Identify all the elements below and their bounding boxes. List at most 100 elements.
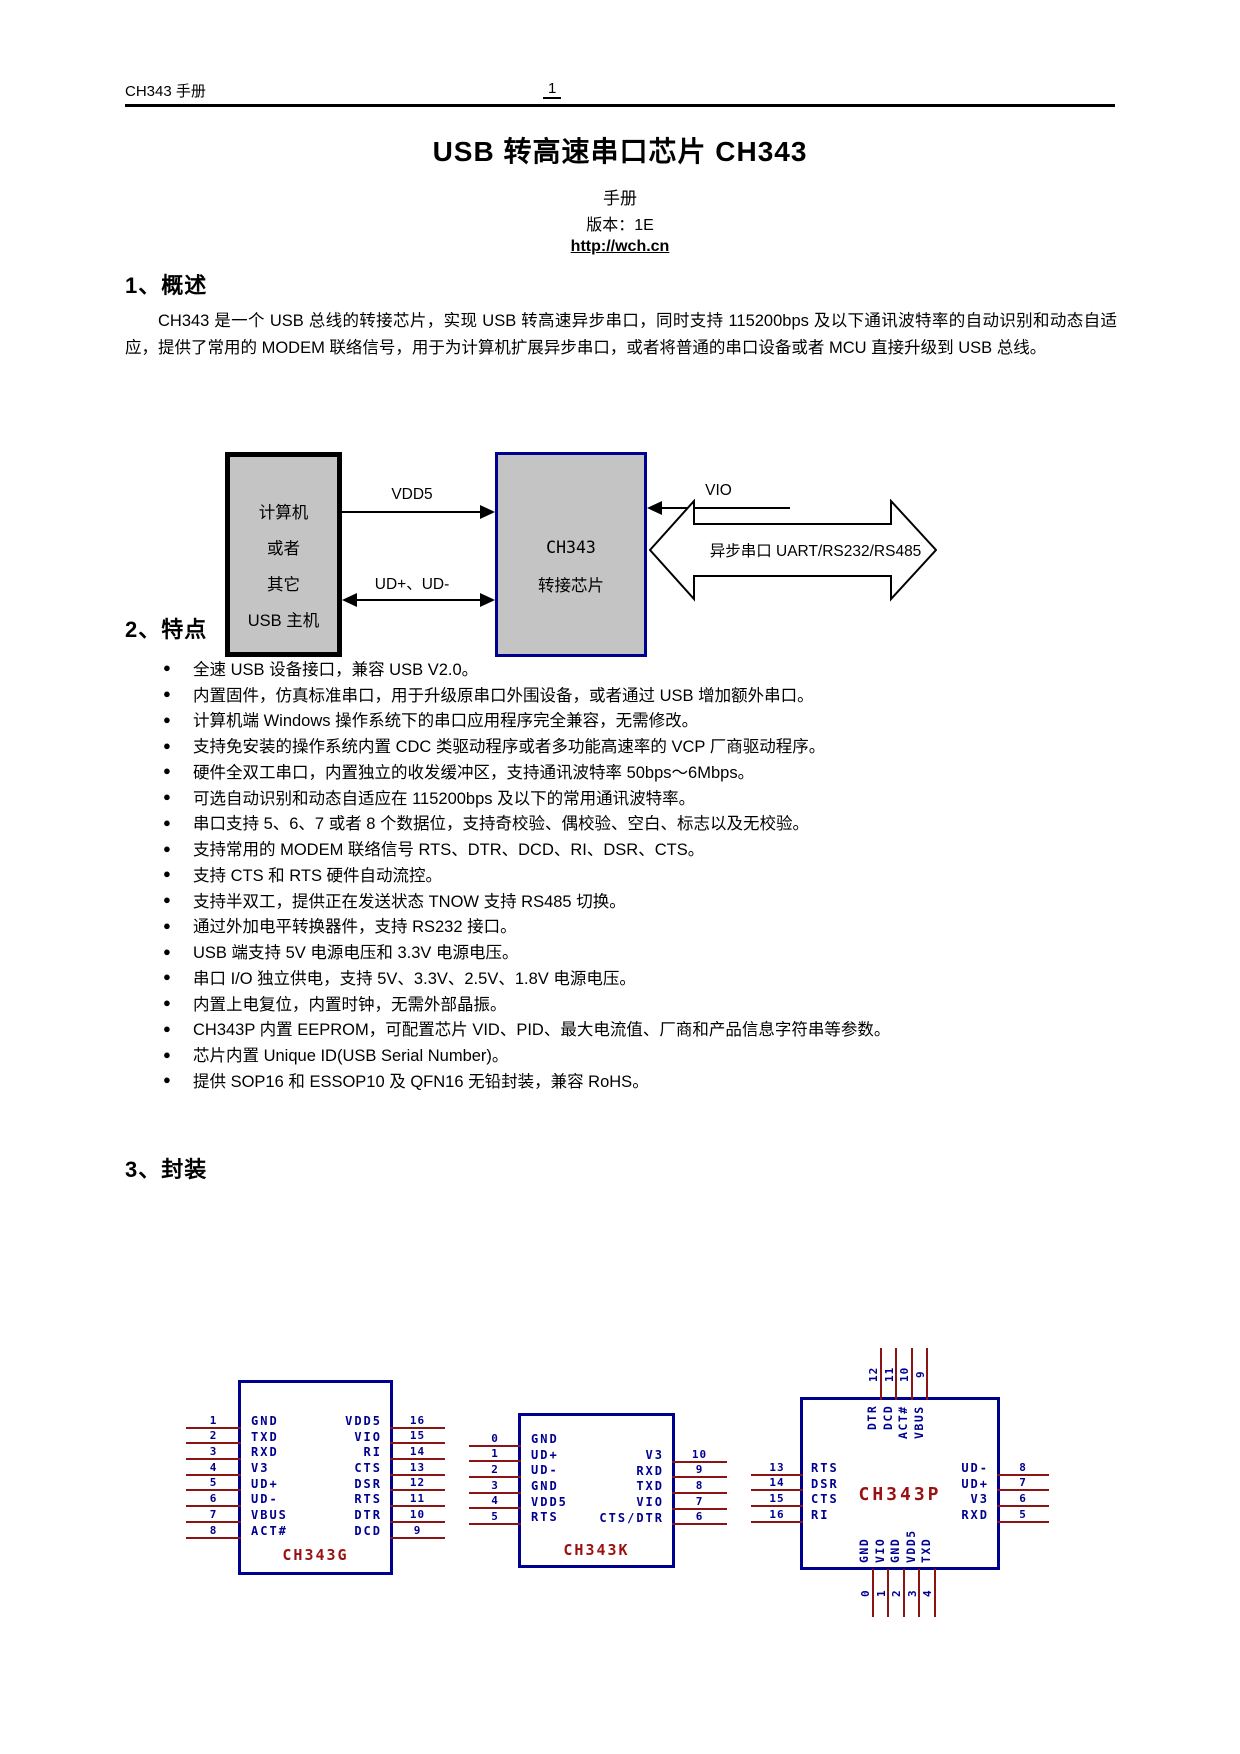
pin-line — [186, 1473, 241, 1476]
pin-label-vdd5: VDD5 — [531, 1494, 568, 1509]
pin-label-dsr: DSR — [811, 1476, 839, 1491]
feature-item: ●支持半双工，提供正在发送状态 TNOW 支持 RS485 切换。 — [163, 887, 1123, 913]
pin-label-ri: RI — [363, 1445, 382, 1460]
pin-number: 3 — [491, 1478, 499, 1492]
pin-line — [672, 1476, 727, 1479]
pin-number: 13 — [769, 1460, 785, 1474]
pin-number: 14 — [769, 1476, 785, 1490]
feature-item: ● 提供 SOP16 和 ESSOP10 及 QFN16 无铅封装，兼容 RoHS… — [163, 1067, 1123, 1093]
host-box-line: USB 主机 — [247, 612, 320, 630]
pin-line — [926, 1348, 928, 1400]
pin-number: 6 — [695, 1510, 704, 1524]
serial-arrow-label: 异步串口 UART/RS232/RS485 — [709, 543, 922, 560]
pin-label-vdd5: VDD5 — [903, 1529, 918, 1563]
pin-label-txd: TXD — [636, 1479, 664, 1494]
feature-text: 可选自动识别和动态自适应在 115200bps 及以下的常用通讯波特率。 — [193, 789, 696, 808]
pin-10: 10 — [390, 1508, 445, 1524]
bullet-icon: ● — [163, 814, 171, 830]
vdd5-arrowhead-icon — [480, 505, 495, 519]
vio-arrowhead-icon — [647, 501, 662, 515]
host-box-line: 或者 — [267, 540, 300, 558]
pin-number: 8 — [209, 1523, 218, 1537]
pin-line — [918, 1569, 920, 1617]
pin-line — [933, 1569, 936, 1617]
pin-10: 10 — [672, 1448, 727, 1464]
bullet-icon: ● — [163, 1072, 171, 1088]
page-title: USB 转高速串口芯片 CH343 — [432, 136, 808, 167]
bullet-icon: ● — [163, 737, 171, 753]
usb-host-box: 计算机 或者 其它 USB 主机 — [225, 452, 342, 657]
feature-text: 全速 USB 设备接口，兼容 USB V2.0。 — [193, 660, 479, 679]
pin-number: 12 — [867, 1366, 880, 1382]
pin-label-vio: VIO — [636, 1495, 664, 1510]
bullet-icon: ● — [163, 686, 171, 702]
page-number: 1 — [543, 80, 562, 99]
pin-number: 5 — [1019, 1507, 1027, 1521]
pin-number: 14 — [409, 1445, 426, 1459]
header-doc-title: CH343 手册 — [125, 83, 206, 100]
pin-label-gnd: GND — [857, 1537, 871, 1563]
pin-line — [186, 1536, 241, 1539]
pin-10: 10 — [898, 1348, 916, 1400]
pin-number: 10 — [691, 1447, 708, 1461]
pin-number: 2 — [209, 1429, 218, 1443]
feature-item: ●支持常用的 MODEM 联络信号 RTS、DTR、DCD、RI、DSR、CTS… — [163, 835, 1123, 861]
pin-line — [390, 1536, 445, 1539]
pin-label-txd: TXD — [251, 1429, 279, 1444]
pin-16: 16 — [390, 1414, 445, 1430]
page-header: CH343 手册 1 — [125, 80, 1115, 104]
pin-number: 10 — [409, 1507, 426, 1521]
feature-text: 提供 SOP16 和 ESSOP10 及 QFN16 无铅封装，兼容 RoHS。 — [193, 1072, 649, 1091]
section-heading-features: 2、特点 — [125, 617, 208, 642]
pin-line — [186, 1520, 241, 1523]
pin-label-cts: CTS — [354, 1461, 382, 1476]
pin-line — [186, 1442, 241, 1445]
pin-2: 2 — [469, 1463, 521, 1479]
pin-line — [390, 1505, 445, 1508]
pin-3: 3 — [906, 1569, 924, 1617]
pin-number: 2 — [890, 1589, 903, 1597]
pin-line — [910, 1348, 913, 1400]
serial-bidirectional-arrow-shape — [649, 499, 937, 602]
feature-text: 内置固件，仿真标准串口，用于升级原串口外围设备，或者通过 USB 增加额外串口。 — [193, 686, 814, 705]
pin-label-vbus: VBUS — [911, 1405, 926, 1439]
bullet-icon: ● — [163, 840, 171, 856]
pin-number: 11 — [409, 1492, 426, 1506]
pin-number: 7 — [695, 1494, 704, 1508]
feature-text: USB 端支持 5V 电源电压和 3.3V 电源电压。 — [193, 944, 519, 963]
pin-label-vio: VIO — [872, 1537, 887, 1563]
chip-box-line: 转接芯片 — [538, 576, 604, 595]
pin-label-act#: ACT# — [251, 1523, 288, 1538]
website-link[interactable]: http://wch.cn — [570, 238, 670, 255]
pin-line — [997, 1505, 1049, 1508]
feature-item: ● 内置固件，仿真标准串口，用于升级原串口外围设备，或者通过 USB 增加额外串口… — [163, 681, 1123, 707]
pin-line — [751, 1520, 803, 1523]
pin-line — [390, 1489, 445, 1492]
pin-line — [469, 1523, 521, 1526]
pin-label-ud-: UD- — [531, 1463, 559, 1478]
pin-13: 13 — [390, 1461, 445, 1477]
pin-number: 1 — [209, 1413, 218, 1427]
ch343k-name: CH343K — [563, 1541, 630, 1559]
pin-8: 8 — [997, 1461, 1049, 1477]
pin-number: 15 — [409, 1429, 426, 1443]
pin-6: 6 — [997, 1492, 1049, 1508]
feature-item: ●可选自动识别和动态自适应在 115200bps 及以下的常用通讯波特率。 — [163, 784, 1123, 810]
pin-label-dcd: DCD — [880, 1405, 895, 1431]
pin-number: 4 — [491, 1494, 499, 1508]
usb-data-arrowhead-left-icon — [342, 593, 357, 607]
pin-6: 6 — [672, 1510, 727, 1527]
pin-line — [887, 1569, 889, 1617]
pin-line — [672, 1523, 727, 1526]
pin-2: 2 — [890, 1569, 908, 1617]
pin-number: 3 — [209, 1445, 218, 1459]
pin-line — [672, 1507, 727, 1510]
